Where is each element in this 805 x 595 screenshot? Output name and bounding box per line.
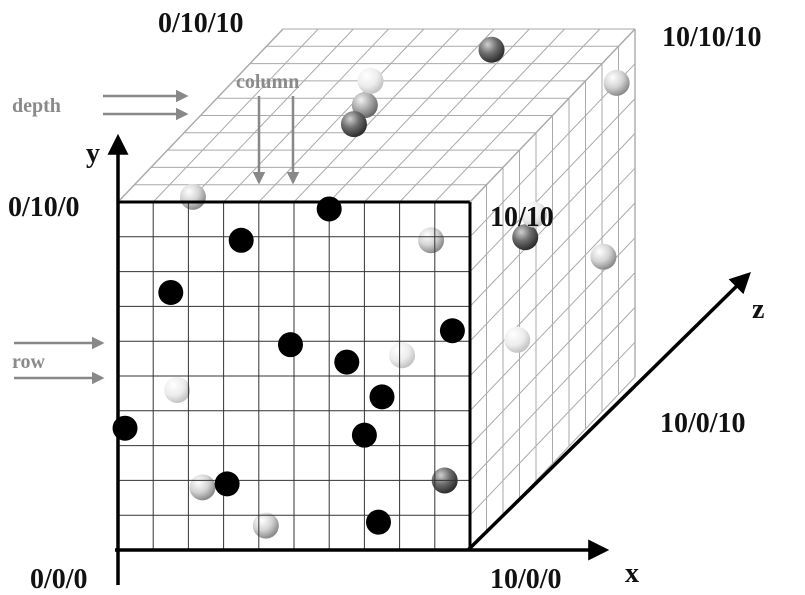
front-ball (439, 318, 465, 344)
x-axis-label: x (625, 558, 639, 589)
y-axis-label: y (86, 138, 100, 169)
front-ball (158, 279, 184, 305)
shaded-ball (603, 69, 630, 96)
shaded-ball (478, 36, 505, 63)
front-ball (316, 196, 342, 222)
cube-edge (469, 28, 636, 203)
row-label: row (12, 351, 46, 373)
shaded-ball (252, 512, 279, 539)
front-top-right-label: 10/10 (490, 202, 554, 233)
shaded-ball (418, 227, 445, 254)
front-ball (365, 509, 391, 535)
top-grid-line (364, 28, 530, 203)
shaded-ball (189, 474, 216, 501)
back-top-right-label: 10/10/10 (662, 22, 762, 53)
z-end-label: 10/0/10 (660, 408, 746, 439)
shaded-ball (389, 342, 416, 369)
top-grid-line (399, 28, 565, 203)
front-ball (228, 227, 254, 253)
origin-label: 0/0/0 (30, 564, 88, 595)
shaded-ball (590, 243, 617, 270)
top-grid-line (434, 28, 601, 203)
shaded-ball (351, 92, 378, 119)
right-face-grid (469, 28, 636, 551)
shaded-ball (357, 67, 384, 94)
depth-label: depth (12, 95, 61, 117)
front-ball (277, 332, 303, 358)
front-ball (214, 471, 240, 497)
shaded-ball (504, 326, 531, 353)
back-top-left-label: 0/10/10 (158, 8, 244, 39)
shaded-ball (512, 224, 539, 251)
right-grid-line (469, 63, 636, 238)
shaded-balls (164, 36, 630, 539)
shaded-ball (340, 111, 367, 138)
front-ball (369, 384, 395, 410)
right-grid-line (469, 98, 636, 272)
column-label: column (236, 71, 299, 93)
shaded-ball (179, 183, 206, 210)
z-axis-label: z (752, 294, 764, 325)
front-balls (112, 196, 465, 535)
shaded-ball (520, 201, 547, 228)
x-end-label: 10/0/0 (490, 564, 562, 595)
right-grid-line (469, 133, 636, 307)
shaded-ball (164, 376, 191, 403)
top-face-grid (117, 28, 636, 203)
front-top-left-label: 0/10/0 (8, 192, 80, 223)
front-ball (334, 349, 360, 375)
cube-edge (117, 28, 284, 203)
z-axis (466, 272, 751, 552)
top-grid-line (328, 28, 495, 203)
front-ball (351, 422, 377, 448)
right-grid-line (469, 167, 636, 342)
front-face-grid (117, 28, 636, 550)
